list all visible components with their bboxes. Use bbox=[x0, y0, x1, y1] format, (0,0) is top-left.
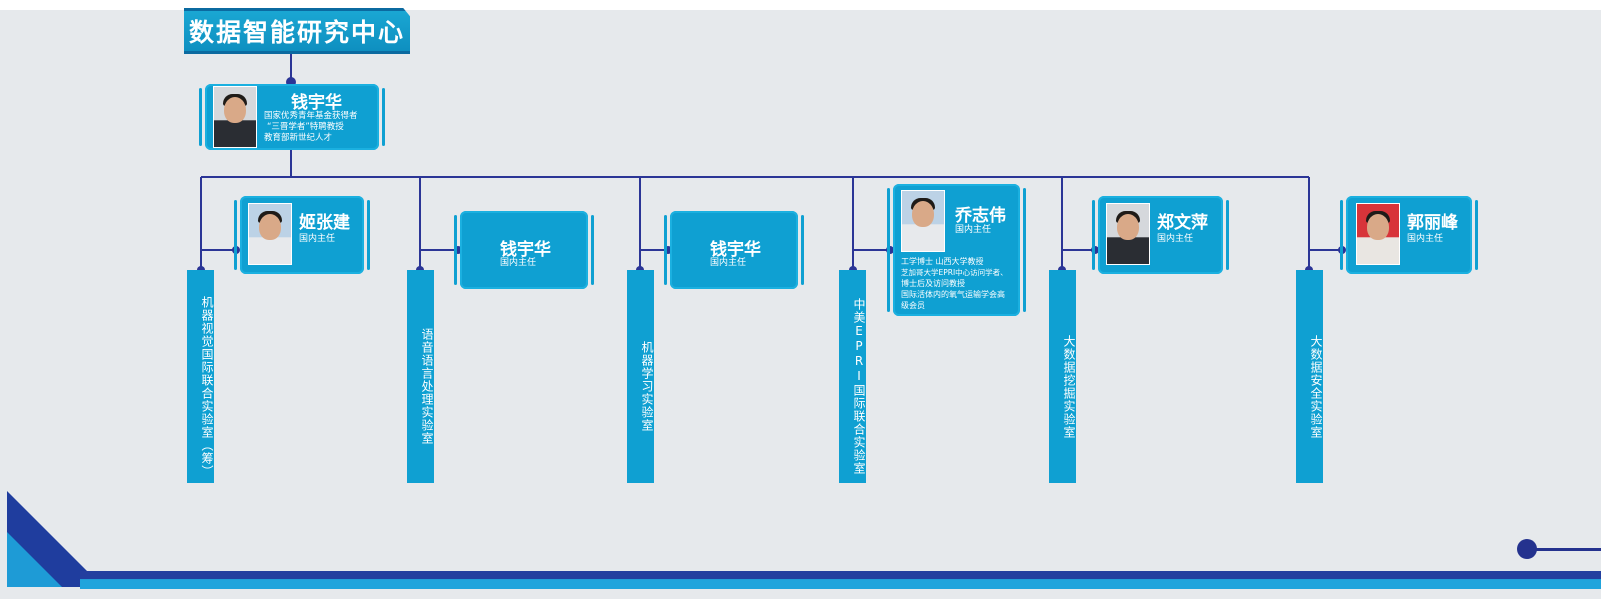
decorative-bottom-bar bbox=[80, 571, 1601, 589]
member-bio-4-line-1: 工学博士 山西大学教授 bbox=[901, 257, 984, 266]
member-role-4: 国内主任 bbox=[955, 225, 992, 235]
director-photo bbox=[213, 86, 257, 148]
lab-label-2: 语音语言处理实验室 bbox=[420, 328, 434, 445]
member-role-1: 国内主任 bbox=[299, 234, 336, 244]
member-role-6: 国内主任 bbox=[1407, 234, 1444, 244]
lab-bar-3: 机器学习实验室 bbox=[627, 270, 654, 483]
member-card-1: 姬张建 国内主任 bbox=[234, 196, 370, 274]
lab-bar-4: 中美EPRI国际联合实验室 bbox=[839, 270, 866, 483]
member-bio-4-line-5: 级会员 bbox=[901, 301, 925, 310]
member-name-4: 乔志伟 bbox=[955, 206, 1006, 226]
member-card-5: 郑文萍 国内主任 bbox=[1092, 196, 1229, 274]
member-card-3: 钱宇华 国内主任 bbox=[664, 211, 804, 289]
member-bio-4-line-3: 博士后及访问教授 bbox=[901, 279, 965, 288]
lab-label-1: 机器视觉国际联合实验室（筹） bbox=[200, 295, 214, 478]
member-card-6: 郭丽峰 国内主任 bbox=[1340, 196, 1478, 274]
member-card-4: 乔志伟 国内主任 工学博士 山西大学教授 芝加哥大学EPRI中心访问学者、 博士… bbox=[887, 184, 1026, 316]
member-card-2: 钱宇华 国内主任 bbox=[454, 211, 594, 289]
member-name-3: 钱宇华 bbox=[710, 240, 761, 260]
lab-bar-1: 机器视觉国际联合实验室（筹） bbox=[187, 270, 214, 483]
decorative-end-dot bbox=[1517, 539, 1537, 559]
lab-bar-6: 大数据安全实验室 bbox=[1296, 270, 1323, 483]
decorative-end-line bbox=[1535, 548, 1601, 551]
member-role-3: 国内主任 bbox=[710, 258, 747, 268]
member-role-5: 国内主任 bbox=[1157, 234, 1194, 244]
lab-bar-2: 语音语言处理实验室 bbox=[407, 270, 434, 483]
member-bio-4-line-2: 芝加哥大学EPRI中心访问学者、 bbox=[901, 268, 1008, 277]
director-name: 钱宇华 bbox=[291, 93, 342, 113]
member-photo-4 bbox=[901, 190, 945, 252]
member-photo-1 bbox=[248, 203, 292, 265]
director-title-3: 教育部新世纪人才 bbox=[264, 133, 333, 143]
lab-label-6: 大数据安全实验室 bbox=[1309, 334, 1323, 439]
director-card: 钱宇华 国家优秀青年基金获得者 “三晋学者”特聘教授 教育部新世纪人才 bbox=[199, 84, 385, 150]
member-name-1: 姬张建 bbox=[299, 213, 350, 233]
lab-bar-5: 大数据挖掘实验室 bbox=[1049, 270, 1076, 483]
lab-label-5: 大数据挖掘实验室 bbox=[1062, 334, 1076, 439]
member-name-2: 钱宇华 bbox=[500, 240, 551, 260]
member-photo-6 bbox=[1356, 203, 1400, 265]
decorative-corner-accent bbox=[7, 532, 62, 587]
member-name-5: 郑文萍 bbox=[1157, 213, 1208, 233]
center-title: 数据智能研究中心 bbox=[184, 8, 410, 54]
director-title-1: 国家优秀青年基金获得者 bbox=[264, 111, 358, 121]
lab-label-3: 机器学习实验室 bbox=[640, 341, 654, 432]
lab-label-4: 中美EPRI国际联合实验室 bbox=[852, 298, 866, 475]
member-name-6: 郭丽峰 bbox=[1407, 213, 1458, 233]
member-photo-5 bbox=[1106, 203, 1150, 265]
member-role-2: 国内主任 bbox=[500, 258, 537, 268]
director-title-2: “三晋学者”特聘教授 bbox=[267, 122, 344, 132]
member-bio-4-line-4: 国际活体内的氧气运输学会高 bbox=[901, 290, 1005, 299]
